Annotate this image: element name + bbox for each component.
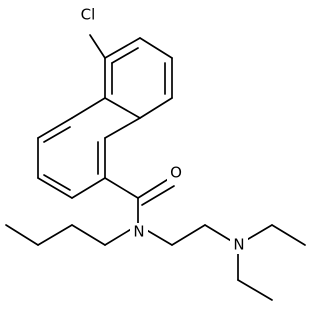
amine-nitrogen-label: N: [233, 236, 244, 254]
amide-nitrogen-label: N: [133, 223, 144, 241]
oxygen-atom: O: [167, 164, 185, 182]
oxygen-label: O: [170, 164, 182, 182]
ethylene-bridge: [137, 224, 239, 246]
amide-nitrogen-atom: N: [130, 223, 148, 241]
naphthalene-right-ring: [104, 37, 173, 119]
chloro-bond: [89, 34, 106, 59]
chlorine-label: Cl: [81, 6, 96, 24]
diethyl-groups: [237, 224, 306, 301]
butyl-chain: [5, 224, 139, 246]
carbonyl-group: [104, 177, 175, 226]
naphthalene-left-ring: [37, 97, 141, 199]
amine-nitrogen-atom: N: [230, 236, 248, 254]
chlorine-atom: Cl: [78, 5, 106, 25]
